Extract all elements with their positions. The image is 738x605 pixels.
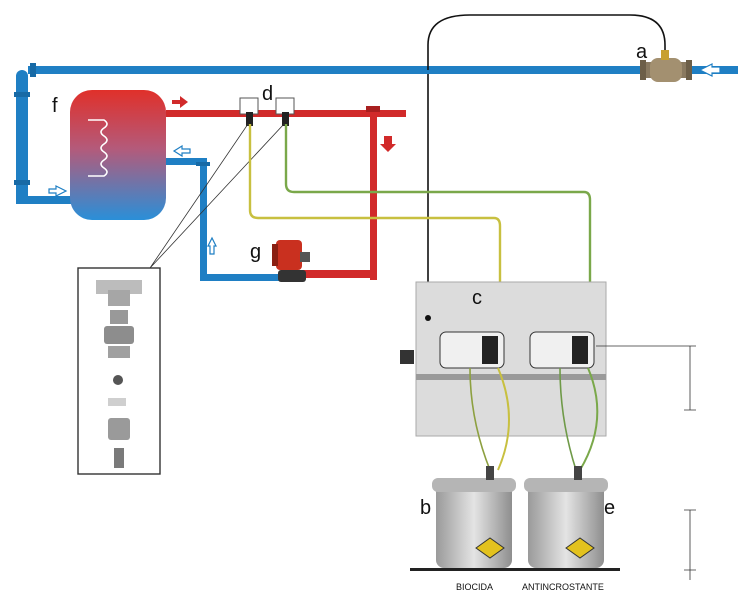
label-g: g bbox=[250, 241, 261, 263]
inlet-valve bbox=[640, 50, 692, 82]
yellow-suction-line bbox=[497, 367, 510, 471]
boiler-tank bbox=[70, 90, 166, 220]
injection-points bbox=[239, 97, 295, 126]
arrow-right-blue-icon bbox=[48, 185, 68, 197]
injection-fitting-detail bbox=[77, 267, 161, 475]
label-f: f bbox=[52, 95, 58, 117]
arrow-up-blue-icon bbox=[207, 236, 217, 255]
cold-water-main-pipe bbox=[14, 63, 738, 204]
tank-label-antincrostante: ANTINCROSTANTE bbox=[522, 582, 604, 592]
biocide-tank bbox=[432, 466, 516, 568]
arrow-left-blue-icon bbox=[698, 63, 721, 77]
arrow-left-blue-icon-2 bbox=[172, 144, 191, 158]
green-dosing-line bbox=[284, 124, 592, 300]
tank-label-biocida: BIOCIDA bbox=[456, 582, 493, 592]
dimension-lines bbox=[596, 345, 696, 580]
label-e: e bbox=[604, 497, 615, 519]
antiscale-tank bbox=[524, 466, 608, 568]
yellow-return-line bbox=[469, 367, 491, 471]
label-c: c bbox=[472, 287, 482, 309]
green-return-line bbox=[559, 367, 577, 471]
circulation-pump-icon bbox=[272, 240, 310, 282]
yellow-dosing-line bbox=[248, 124, 502, 300]
cold-return-pipe bbox=[166, 158, 280, 281]
detail-leader-lines bbox=[149, 123, 285, 269]
label-a: a bbox=[636, 41, 648, 63]
label-d: d bbox=[262, 83, 273, 105]
label-b: b bbox=[420, 497, 431, 519]
dosing-panel bbox=[400, 281, 607, 437]
floor-line bbox=[410, 568, 620, 571]
signal-cable bbox=[427, 14, 666, 70]
green-suction-line bbox=[579, 367, 599, 471]
arrow-down-red-icon bbox=[380, 136, 396, 152]
arrow-right-red-icon bbox=[172, 96, 188, 108]
